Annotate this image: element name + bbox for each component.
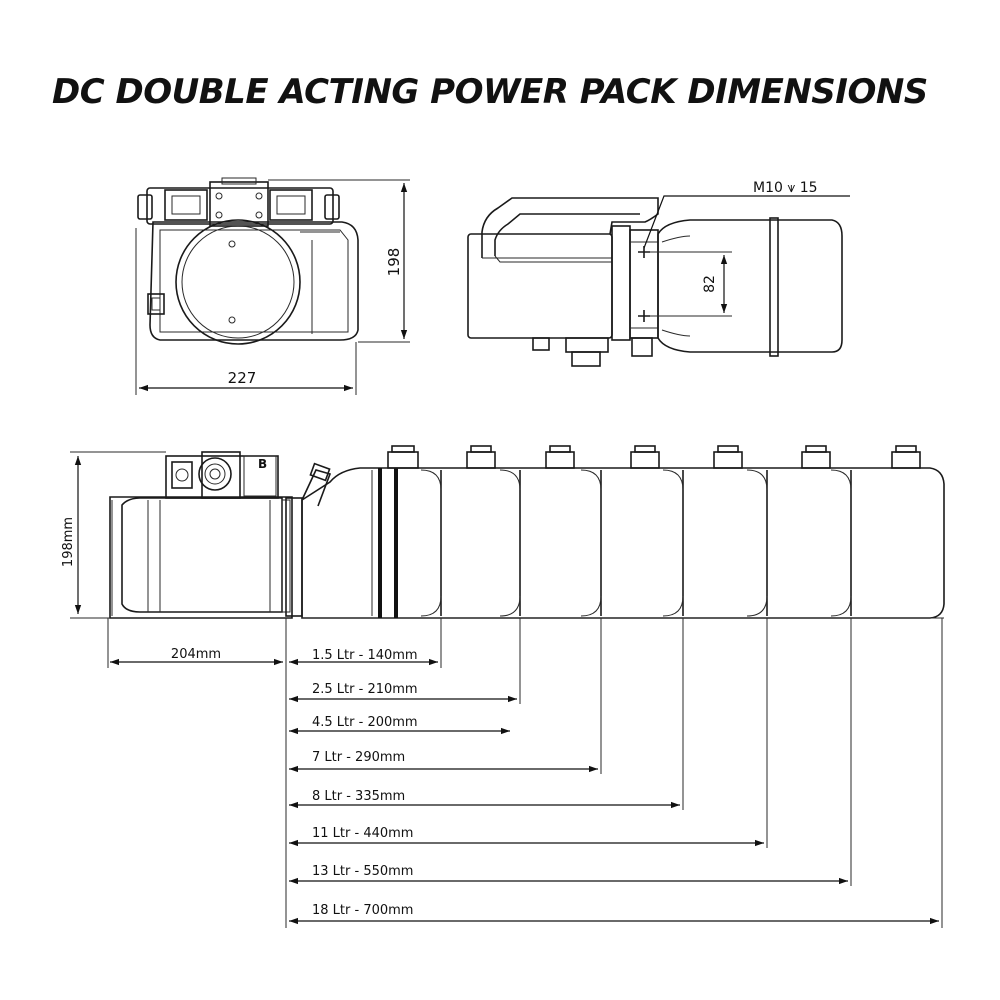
side-view: [467, 195, 850, 367]
tank-option-label: 2.5 Ltr - 210mm: [312, 682, 418, 697]
front-view: [135, 177, 410, 395]
bolt-spacing-label: 82: [702, 275, 718, 293]
tank-option-label: 8 Ltr - 335mm: [312, 789, 405, 804]
thread-callout-label: M10 ⩛ 15: [753, 180, 818, 196]
valve-port-label: B: [258, 457, 267, 471]
front-width-label: 227: [228, 369, 257, 387]
tank-option-label: 18 Ltr - 700mm: [312, 903, 413, 918]
tank-option-label: 1.5 Ltr - 140mm: [312, 648, 418, 663]
tank-option-label: 4.5 Ltr - 200mm: [312, 715, 418, 730]
motor-length-label: 204mm: [171, 647, 221, 662]
page-title: DC DOUBLE ACTING POWER PACK DIMENSIONS: [52, 72, 928, 112]
top-view: [70, 445, 945, 928]
front-height-label: 198: [385, 248, 403, 277]
top-height-label: 198mm: [61, 517, 76, 567]
tank-option-label: 13 Ltr - 550mm: [312, 864, 413, 879]
tank-option-label: 7 Ltr - 290mm: [312, 750, 405, 765]
tank-option-label: 11 Ltr - 440mm: [312, 826, 413, 841]
